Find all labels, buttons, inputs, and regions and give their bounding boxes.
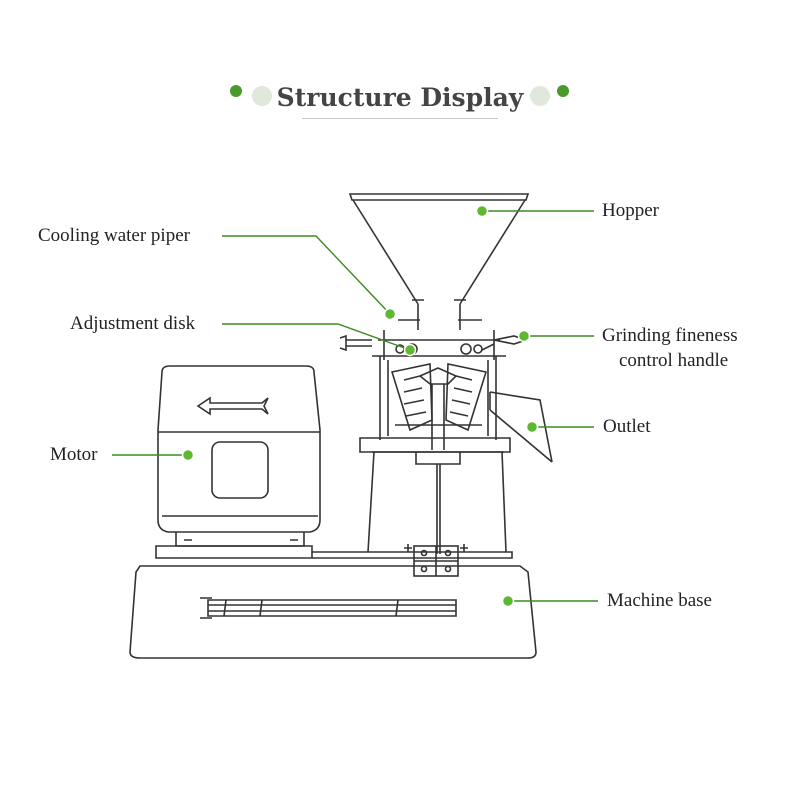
outlet-drawing [489, 391, 553, 463]
marker-dot-motor [181, 448, 195, 462]
label-adjustment-disk: Adjustment disk [70, 313, 196, 334]
title-deco-dot-right [557, 85, 569, 97]
marker-dot-adjustment-disk [403, 343, 417, 357]
motor-drawing [157, 365, 321, 547]
grinding-head-drawing [359, 330, 511, 465]
page-title: Structure Display [276, 83, 524, 112]
leader-lines [112, 210, 598, 602]
marker-dots [181, 204, 539, 608]
marker-dot-grinding-fineness [517, 329, 531, 343]
machine-base-drawing [129, 565, 537, 659]
hopper-drawing [348, 193, 530, 330]
title-deco-circle-right [530, 86, 550, 106]
base-plate-drawing [155, 544, 513, 577]
label-outlet: Outlet [603, 416, 651, 437]
support-column-drawing [367, 451, 507, 554]
label-grinding-fineness-line2: control handle [619, 350, 729, 371]
marker-dot-cooling-water-piper [383, 307, 397, 321]
marker-dot-hopper [475, 204, 489, 218]
leader-cooling-water-piper [222, 235, 391, 315]
title-deco-dot-left [230, 85, 242, 97]
label-grinding-fineness-line1: Grinding fineness [602, 325, 738, 346]
label-motor: Motor [50, 444, 98, 465]
label-machine-base: Machine base [607, 590, 712, 611]
marker-dot-machine-base [501, 594, 515, 608]
marker-dot-outlet [525, 420, 539, 434]
leader-adjustment-disk [222, 323, 411, 351]
title-deco-circle-left [252, 86, 272, 106]
cooling-pipe-drawing [339, 334, 372, 352]
title-underline [302, 118, 498, 119]
label-hopper: Hopper [602, 200, 659, 221]
label-cooling-water-piper: Cooling water piper [38, 225, 190, 246]
